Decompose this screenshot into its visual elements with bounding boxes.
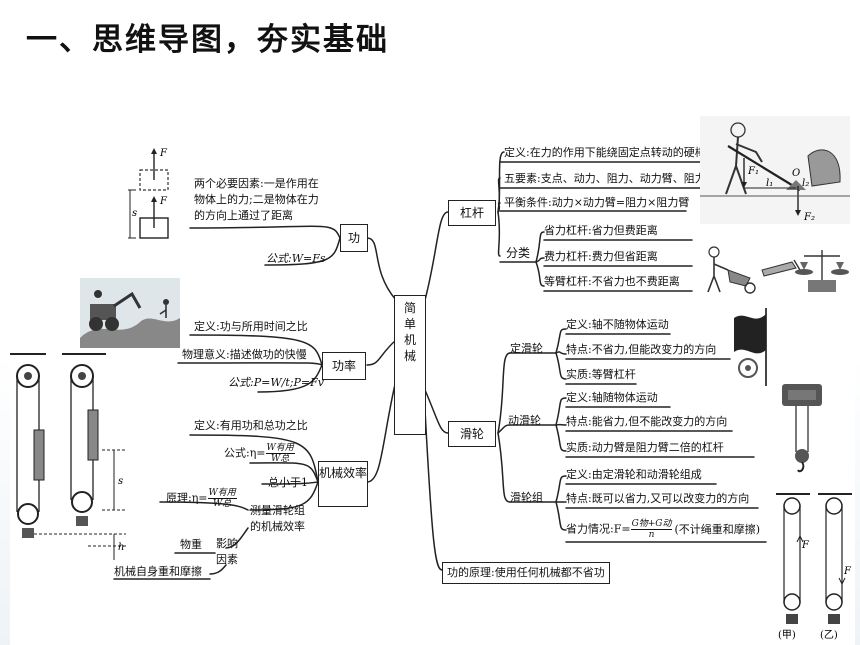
efficiency-less-than-one: 总小于1 bbox=[268, 476, 308, 489]
pulley-block-jia-yi-figure: F F (甲) (乙) bbox=[776, 493, 852, 640]
lever-label-l1: l₁ bbox=[766, 178, 773, 189]
lever-balance-condition: 平衡条件:动力×动力臂=阻力×阻力臂 bbox=[504, 196, 690, 209]
pulley-figure-label-jia: (甲) bbox=[778, 630, 796, 640]
fixed-pulley-definition: 定义:轴不随物体运动 bbox=[566, 318, 669, 331]
pulley-efficiency-measure-figure: s h bbox=[10, 353, 126, 560]
connector-root-lever bbox=[424, 211, 449, 301]
pulley-block-label: 滑轮组 bbox=[510, 491, 543, 504]
pulley-node: 滑轮 bbox=[448, 421, 496, 447]
movable-pulley-definition: 定义:轴随物体运动 bbox=[566, 391, 658, 404]
work-figure-label-s: s bbox=[132, 208, 137, 219]
efficiency-principle-prefix: 原理:η= bbox=[166, 491, 208, 505]
lever-label-o: O bbox=[792, 168, 800, 179]
efficiency-principle-numerator: W有用 bbox=[207, 488, 237, 499]
root-node: 简单机械 bbox=[394, 295, 426, 435]
pulley-block-feature: 特点:既可以省力,又可以改变力的方向 bbox=[566, 492, 750, 505]
power-definition: 定义:功与所用时间之比 bbox=[194, 320, 308, 333]
fixed-pulley-label: 定滑轮 bbox=[510, 342, 543, 355]
lever-class-equal-arm: 等臂杠杆:不省力也不费距离 bbox=[544, 275, 680, 288]
work-node: 功 bbox=[340, 224, 368, 252]
fixed-pulley-essence: 实质:等臂杠杆 bbox=[566, 368, 636, 381]
lever-examples-figure bbox=[707, 246, 849, 294]
movable-pulley-feature: 特点:能省力,但不能改变力的方向 bbox=[566, 415, 728, 428]
slide-title: 一、思维导图，夯实基础 bbox=[26, 22, 389, 58]
lever-label-l2: l₂ bbox=[802, 178, 809, 189]
measure-figure-label-h: h bbox=[118, 542, 124, 553]
connector-root-efficiency bbox=[366, 379, 397, 483]
efficiency-formula-prefix: 公式:η= bbox=[224, 446, 266, 460]
efficiency-formula-denominator: W总 bbox=[271, 454, 290, 464]
efficiency-node: 机械效率 bbox=[318, 461, 368, 507]
lever-class-distance-saving: 费力杠杆:费力但省距离 bbox=[544, 250, 658, 263]
pulley-figure-label-f-yi: F bbox=[843, 566, 852, 577]
measure-figure-label-s: s bbox=[118, 476, 123, 487]
efficiency-definition: 定义:有用功和总功之比 bbox=[194, 419, 308, 432]
pulley-block-force-denominator: n bbox=[648, 530, 655, 540]
pulley-figure-label-yi: (乙) bbox=[820, 629, 838, 640]
fixed-pulley-feature: 特点:不省力,但能改变力的方向 bbox=[566, 343, 717, 356]
work-figure-label-f-bottom: F bbox=[159, 196, 168, 207]
lever-node: 杠杆 bbox=[448, 200, 496, 226]
lever-class-force-saving: 省力杠杆:省力但费距离 bbox=[544, 224, 658, 237]
work-formula: 公式:W=Fs bbox=[266, 252, 326, 265]
efficiency-principle-denominator: W总 bbox=[213, 499, 232, 509]
work-figure-label-f-top: F bbox=[159, 148, 168, 159]
pulley-block-force-note: (不计绳重和摩擦) bbox=[674, 522, 761, 536]
flagpole-fixed-pulley-figure bbox=[734, 308, 767, 386]
pulley-block-force-numerator: G物+G动 bbox=[630, 519, 673, 530]
efficiency-factor-weight: 物重 bbox=[180, 538, 202, 551]
power-meaning: 物理意义:描述做功的快慢 bbox=[182, 348, 307, 361]
pulley-block-force-prefix: 省力情况:F= bbox=[566, 522, 631, 536]
connector-root-power bbox=[366, 339, 397, 366]
efficiency-measure: 测量滑轮组的机械效率 bbox=[250, 504, 305, 533]
power-node: 功率 bbox=[322, 352, 366, 380]
efficiency-formula-numerator: W有用 bbox=[265, 443, 295, 454]
lever-five-elements: 五要素:支点、动力、阻力、动力臂、阻力臂 bbox=[504, 172, 717, 185]
power-formula: 公式:P=W/t;P=Fv bbox=[228, 376, 324, 389]
mind-map: 简单机械 杠杆 定义:在力的作用下能绕固定点转动的硬棒 五要素:支点、动力、阻力… bbox=[10, 110, 855, 645]
lever-label-f1: F₁ bbox=[747, 166, 759, 177]
work-principle: 功的原理:使用任何机械都不省功 bbox=[442, 562, 610, 584]
lever-crowbar-figure: F₁ O l₁ l₂ F₂ bbox=[700, 116, 850, 224]
lever-classification: 分类 bbox=[506, 246, 531, 260]
connector-root-principle bbox=[424, 409, 443, 571]
mind-map-connectors bbox=[113, 151, 767, 580]
movable-pulley-label: 动滑轮 bbox=[508, 414, 541, 427]
crane-movable-pulley-figure bbox=[782, 384, 822, 473]
connector-root-work bbox=[366, 237, 397, 301]
efficiency-factors: 影响因素 bbox=[216, 537, 238, 566]
work-factors: 两个必要因素:一是作用在物体上的力;二是物体在力的方向上通过了距离 bbox=[194, 177, 319, 222]
lever-label-f2: F₂ bbox=[803, 212, 815, 223]
movable-pulley-essence: 实质:动力臂是阻力臂二倍的杠杆 bbox=[566, 441, 724, 454]
pulley-figure-label-f-jia: F bbox=[801, 540, 810, 551]
pulley-block-definition: 定义:由定滑轮和动滑轮组成 bbox=[566, 468, 702, 481]
work-force-distance-figure: F F s bbox=[128, 148, 169, 239]
connector-root-pulley bbox=[424, 389, 449, 434]
excavator-power-figure bbox=[80, 278, 180, 348]
lever-definition: 定义:在力的作用下能绕固定点转动的硬棒 bbox=[504, 146, 706, 159]
efficiency-factor-self: 机械自身重和摩擦 bbox=[114, 565, 202, 578]
